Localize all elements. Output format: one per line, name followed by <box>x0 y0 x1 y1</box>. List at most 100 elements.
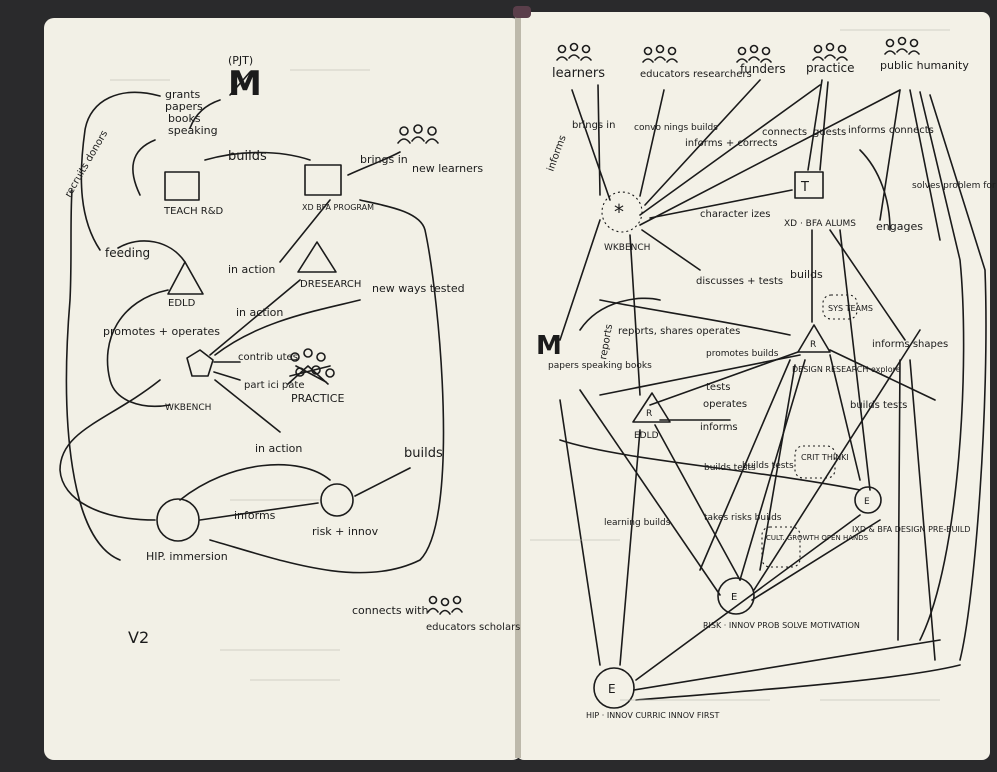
xd-bfa-square <box>304 164 342 196</box>
in-action-1-label: in action <box>228 263 275 276</box>
crit-thinking-label: CRIT THINKI <box>801 453 849 462</box>
engages-label: engages <box>876 220 923 233</box>
builds-lower-label: builds <box>404 446 443 461</box>
hip-innov-label: HIP · INNOV CURRIC INNOV FIRST <box>586 711 719 720</box>
right-connectors <box>559 79 987 701</box>
learning-builds-label: learning builds <box>604 518 671 528</box>
informs-label: informs <box>234 509 276 522</box>
audience-public: public humanity <box>880 59 969 72</box>
m-mark-right: M <box>536 331 562 361</box>
left-diagram: (PJT) M grants papers books speaking TEA… <box>59 54 520 647</box>
audience-funders: funders <box>740 62 786 76</box>
audience-educators: educators researchers <box>640 69 752 80</box>
hip-innov-e-mark: E <box>608 682 616 696</box>
new-learners-label: new learners <box>412 162 483 175</box>
builds-label-r: builds <box>790 268 823 281</box>
speaking-label: speaking <box>168 124 218 137</box>
discusses-tests-label: discusses + tests <box>696 276 783 287</box>
audience-practice: practice <box>806 61 855 75</box>
practice-crowd-icon <box>287 348 335 385</box>
right-diagram: learners educators researchers funders p… <box>536 36 996 720</box>
learners-icon <box>556 42 592 61</box>
operates-label: operates <box>703 399 747 410</box>
guests-label: guests <box>813 127 846 138</box>
edld-triangle-r <box>632 392 671 423</box>
educators-icon <box>642 44 678 63</box>
sys-teams-label: SYS TEAMS <box>828 304 873 313</box>
new-ways-tested-label: new ways tested <box>372 282 465 295</box>
informs-corrects-label: informs + corrects <box>685 138 778 149</box>
edld-r-mark: R <box>646 409 652 419</box>
m-mark: M <box>228 64 262 104</box>
educators-figures-icon <box>427 595 463 615</box>
in-action-2-label: in action <box>236 306 283 319</box>
public-icon <box>884 36 920 55</box>
wkbench-pentagon <box>186 349 214 377</box>
funders-icon <box>736 44 772 63</box>
in-action-3-label: in action <box>255 442 302 455</box>
version-label: V2 <box>128 628 149 647</box>
brings-in-label-r: brings in <box>572 120 615 131</box>
risk-innov-label: risk + innov <box>312 525 379 538</box>
crit-thinking-box <box>794 445 836 479</box>
feeding-label: feeding <box>105 246 150 260</box>
papers-label: papers <box>165 100 203 113</box>
dresearch-triangle <box>297 241 337 273</box>
edld-label-r: EDLD <box>634 431 659 441</box>
wkbench-asterisk-icon: * <box>614 200 624 224</box>
risk-circle <box>320 483 354 517</box>
design-research-triangle <box>797 324 831 353</box>
promotes-operates-label: promotes + operates <box>103 325 220 338</box>
design-research-label: DESIGN RESEARCH explore <box>792 365 901 374</box>
practice-label: PRACTICE <box>291 392 344 405</box>
solves-problems-label: solves problem for <box>912 181 996 191</box>
wkbench-label: WKBENCH <box>165 403 211 413</box>
bleed-through-texture <box>110 29 950 701</box>
educators-scholars-label: educators scholars <box>426 622 520 633</box>
builds-tests-2-label: builds tests <box>704 463 756 473</box>
dresearch-label: DRESEARCH <box>300 279 361 290</box>
ixd-bfa-e-mark: E <box>864 497 870 507</box>
practice-icon <box>812 42 848 61</box>
hip-innov-circle <box>593 667 635 709</box>
risk-innov-e-mark: E <box>731 592 737 603</box>
risk-innov-circle <box>717 577 755 615</box>
xd-bfa-alums-square <box>794 171 824 199</box>
edld-triangle <box>167 261 204 295</box>
alums-t-mark: T <box>800 180 809 195</box>
cult-growth-box <box>761 526 801 568</box>
informs-lower-label: informs <box>700 422 738 433</box>
risk-innov-label-r: RISK · INNOV PROB SOLVE MOTIVATION <box>703 621 860 630</box>
contributes-label: contrib utes <box>238 352 298 363</box>
wkbench-dotted-ring <box>601 191 643 233</box>
takes-risks-label: takes risks builds <box>704 513 782 523</box>
pjt-label: (PJT) <box>228 54 253 67</box>
learners-figures-icon <box>397 124 439 144</box>
connects-label-r: connects <box>762 127 807 138</box>
left-page <box>44 18 522 760</box>
connects-with-label: connects with <box>352 604 428 617</box>
wkbench-label-r: WKBENCH <box>604 243 650 253</box>
cult-growth-label: CULT. GROWTH OPEN HANDS <box>766 534 869 542</box>
builds-tests-label: builds tests <box>850 400 907 411</box>
participates-label: part ici pate <box>244 380 304 391</box>
left-connectors <box>59 71 445 574</box>
convenes-label: convo nings builds <box>634 123 718 133</box>
edld-label: EDLD <box>168 298 196 309</box>
bookmark-ribbon <box>513 6 531 18</box>
right-page <box>516 12 990 760</box>
tests-label: tests <box>706 382 730 393</box>
hip-circle <box>156 498 200 542</box>
builds-top-label: builds <box>228 149 267 164</box>
xd-bfa-alums-label: XD · BFA ALUMS <box>784 219 856 229</box>
design-research-r-mark: R <box>810 340 816 350</box>
ixd-bfa-circle <box>854 486 882 514</box>
ixd-bfa-label: IXD & BFA DESIGN PRE-BUILD <box>852 525 970 534</box>
informs-connects-label: informs connects <box>848 125 934 136</box>
grants-label: grants <box>165 88 201 101</box>
teach-rd-label: TEACH R&D <box>163 206 224 217</box>
papers-speaking-label: papers speaking books <box>548 361 652 371</box>
builds-tests-3-label: builds tests <box>742 461 794 471</box>
